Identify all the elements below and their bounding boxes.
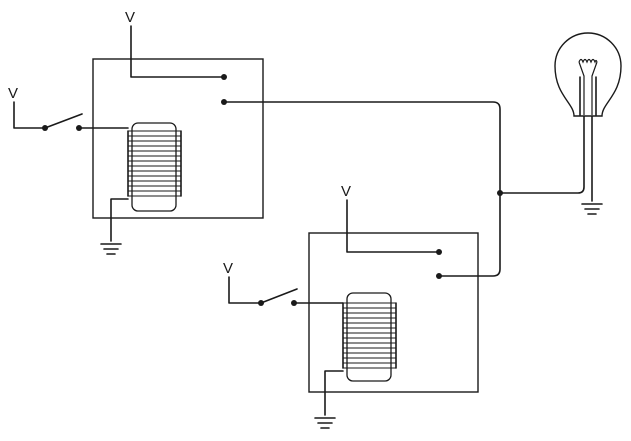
relay-1-housing bbox=[92, 58, 264, 219]
relay-1-ground-wire bbox=[110, 198, 129, 242]
relay-1-coil-core bbox=[131, 122, 177, 212]
relay-1-supply-wire bbox=[130, 25, 225, 78]
relay-2: V V bbox=[223, 183, 479, 429]
relay-2-coil-core bbox=[346, 292, 392, 382]
relay-2-ground-icon bbox=[314, 417, 336, 429]
relay-1-coil bbox=[127, 122, 182, 212]
relay-2-switch-supply-label: V bbox=[223, 260, 233, 277]
bulb-feed-wire bbox=[499, 114, 585, 194]
relay-1-ground-icon bbox=[100, 243, 122, 255]
relay-2-contact-fixed bbox=[436, 249, 442, 255]
relay-2-supply-wire bbox=[346, 199, 440, 253]
relay-1-switch-supply-label: V bbox=[8, 85, 18, 102]
relay-2-switch-lever bbox=[260, 288, 298, 304]
bulb-filament bbox=[578, 58, 598, 115]
output-circuit bbox=[223, 32, 622, 277]
relay-1-output-wire bbox=[223, 101, 501, 194]
light-bulb-icon bbox=[554, 32, 622, 117]
relay-1: V V bbox=[8, 9, 264, 255]
relay-2-coil bbox=[342, 292, 397, 382]
relay-2-housing bbox=[308, 232, 479, 393]
bulb-ground-icon bbox=[581, 203, 603, 215]
relay-2-supply-label: V bbox=[341, 183, 351, 200]
relay-1-supply-label: V bbox=[125, 9, 135, 26]
relay-2-ground-wire bbox=[324, 370, 344, 416]
relay-2-output-wire bbox=[438, 192, 501, 277]
relay-1-contact-fixed bbox=[221, 74, 227, 80]
bulb-glass bbox=[554, 32, 622, 117]
relay-2-switch-input-wire bbox=[228, 276, 262, 304]
relay-1-switch-lever bbox=[44, 113, 83, 129]
relay-1-switch-input-wire bbox=[13, 101, 46, 129]
